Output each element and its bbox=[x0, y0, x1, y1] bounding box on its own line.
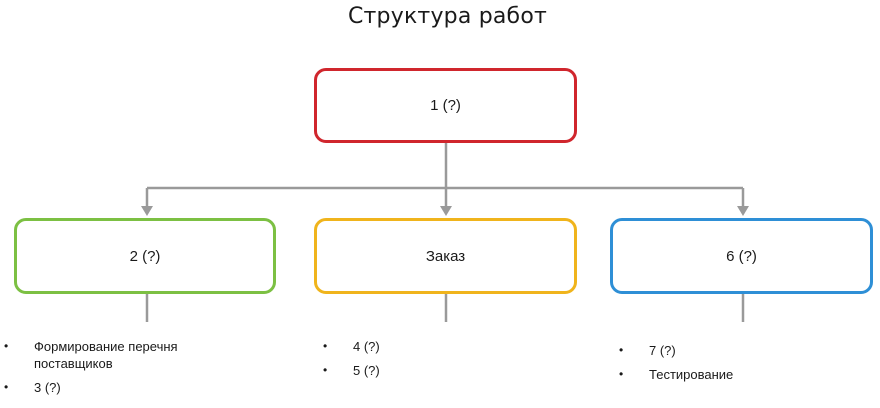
node-middle: Заказ bbox=[314, 218, 577, 294]
node-left: 2 (?) bbox=[14, 218, 276, 294]
middle-subitems-list: 4 (?) 5 (?) bbox=[323, 338, 523, 386]
list-item: Тестирование bbox=[619, 366, 839, 383]
left-subitems-list: Формирование перечня поставщиков 3 (?) bbox=[4, 338, 234, 403]
list-item: 4 (?) bbox=[323, 338, 523, 355]
list-item: 7 (?) bbox=[619, 342, 839, 359]
arrow-down-icon bbox=[737, 206, 749, 216]
list-item: Формирование перечня поставщиков bbox=[4, 338, 234, 372]
diagram-title: Структура работ bbox=[347, 4, 547, 29]
node-left-label: 2 (?) bbox=[129, 247, 161, 265]
node-root-label: 1 (?) bbox=[430, 97, 461, 114]
right-subitems-list: 7 (?) Тестирование bbox=[619, 342, 839, 390]
arrow-down-icon bbox=[440, 206, 452, 216]
list-item: 5 (?) bbox=[323, 362, 523, 379]
node-root: 1 (?) bbox=[314, 68, 577, 143]
node-middle-label: Заказ bbox=[425, 247, 466, 265]
list-item: 3 (?) bbox=[4, 379, 234, 396]
arrow-down-icon bbox=[141, 206, 153, 216]
node-right: 6 (?) bbox=[610, 218, 873, 294]
node-right-label: 6 (?) bbox=[726, 247, 757, 265]
